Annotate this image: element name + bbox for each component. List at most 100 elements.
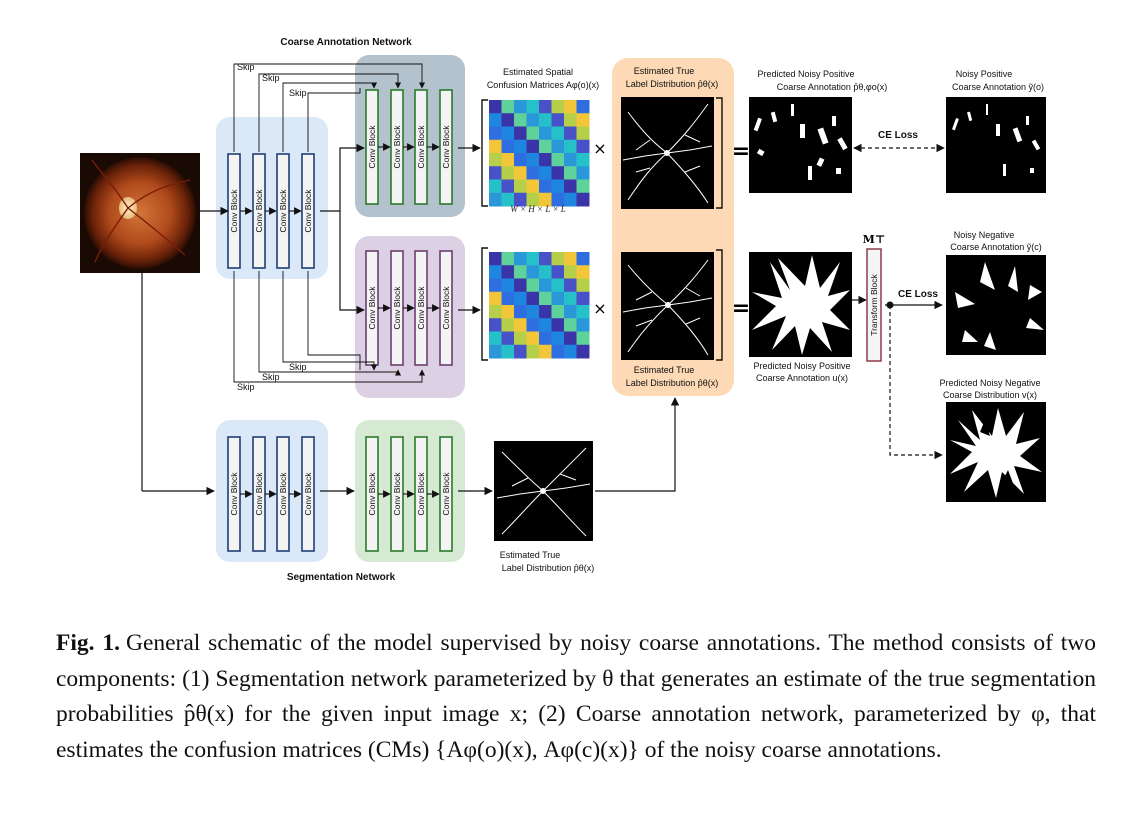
vessel-map-top bbox=[621, 97, 714, 209]
confusion-matrix-cell bbox=[551, 100, 565, 114]
model-schematic-figure: Coarse Annotation Network Segmentation N… bbox=[80, 37, 1046, 583]
conv-block-label: Conv Block bbox=[278, 189, 288, 233]
confusion-matrix-cell bbox=[564, 100, 577, 114]
confusion-matrix-cell bbox=[551, 278, 565, 293]
confusion-matrix-cell bbox=[489, 265, 502, 279]
confusion-matrix-cell bbox=[576, 278, 590, 293]
conv-block-label: Conv Block bbox=[254, 189, 264, 233]
confusion-matrix-cell bbox=[576, 179, 590, 194]
true-dist-seg-line1: Estimated True bbox=[500, 550, 561, 560]
confusion-matrix-cell bbox=[539, 166, 552, 180]
coarse-network-title: Coarse Annotation Network bbox=[280, 37, 412, 48]
confusion-matrix-cell bbox=[576, 153, 590, 167]
confusion-matrix-cell bbox=[539, 113, 552, 127]
confusion-matrix-cell bbox=[564, 318, 577, 332]
cm-positive-title-line2: Confusion Matrices Aφ(o)(x) bbox=[487, 80, 599, 90]
cm-negative-bracket bbox=[481, 247, 488, 361]
ce-loss-negative-connector bbox=[889, 305, 943, 460]
pred-neg-line2: Coarse Annotation u(x) bbox=[756, 373, 848, 383]
confusion-matrix-cell bbox=[514, 318, 527, 332]
confusion-matrix-cell bbox=[526, 126, 540, 141]
true-dist-top-line1: Estimated True bbox=[634, 66, 695, 76]
confusion-matrix-cell bbox=[514, 278, 527, 293]
transform-matrix-symbol: M⊤ bbox=[863, 233, 886, 246]
confusion-matrix-cell bbox=[526, 192, 540, 207]
confusion-matrix-cell bbox=[576, 252, 590, 266]
confusion-matrix-cell bbox=[564, 166, 577, 180]
confusion-matrix-cell bbox=[551, 265, 565, 279]
confusion-matrix-cell bbox=[551, 139, 565, 154]
figure-caption: Fig. 1.General schematic of the model su… bbox=[56, 626, 1096, 768]
confusion-matrix-cell bbox=[576, 139, 590, 154]
fundus-input-image bbox=[80, 153, 200, 273]
confusion-matrix-cell bbox=[501, 166, 515, 180]
noisy-neg-line2: Coarse Annotation ỹ(c) bbox=[950, 242, 1042, 252]
confusion-matrix-cell bbox=[514, 252, 527, 266]
confusion-matrix-cell bbox=[501, 153, 515, 167]
confusion-matrix-cell bbox=[564, 265, 577, 279]
confusion-matrix-cell bbox=[576, 166, 590, 180]
confusion-matrix-cell bbox=[489, 113, 502, 127]
skip-label-3: Skip bbox=[289, 88, 307, 98]
predicted-negative-distribution-map bbox=[946, 402, 1046, 502]
caption-label: Fig. 1. bbox=[56, 630, 120, 656]
confusion-matrix-cell bbox=[564, 331, 577, 346]
confusion-matrix-cell bbox=[501, 331, 515, 346]
vessel-map-middle bbox=[621, 252, 714, 360]
confusion-matrix-cell bbox=[501, 278, 515, 293]
confusion-matrix-cell bbox=[489, 139, 502, 154]
skip-label-4: Skip bbox=[289, 362, 307, 372]
confusion-matrix-cell bbox=[526, 344, 540, 359]
conv-block-label: Conv Block bbox=[392, 472, 402, 516]
confusion-matrix-cell bbox=[489, 153, 502, 167]
confusion-matrix-cell bbox=[501, 252, 515, 266]
conv-block-label: Conv Block bbox=[229, 189, 239, 233]
confusion-matrix-cell bbox=[539, 344, 552, 359]
confusion-matrix-cell bbox=[576, 318, 590, 332]
pred-neg-dist-line2: Coarse Distribution v(x) bbox=[943, 390, 1037, 400]
confusion-matrix-cell bbox=[539, 291, 552, 306]
confusion-matrix-cell bbox=[514, 344, 527, 359]
true-dist-mid-line2: Label Distribution p̂θ(x) bbox=[626, 378, 719, 388]
confusion-matrix-cell bbox=[501, 126, 515, 141]
confusion-matrix-cell bbox=[514, 113, 527, 127]
confusion-matrix-cell bbox=[489, 166, 502, 180]
confusion-matrix-cell bbox=[564, 139, 577, 154]
confusion-matrix-cell bbox=[489, 291, 502, 306]
true-dist-seg-line2: Label Distribution p̂θ(x) bbox=[502, 563, 595, 573]
confusion-matrix-cell bbox=[564, 252, 577, 266]
confusion-matrix-cell bbox=[526, 113, 540, 127]
pred-neg-dist-line1: Predicted Noisy Negative bbox=[939, 378, 1040, 388]
confusion-matrix-cell bbox=[501, 179, 515, 194]
confusion-matrix-cell bbox=[489, 179, 502, 194]
noisy-pos-line1: Noisy Positive bbox=[956, 69, 1013, 79]
confusion-matrix-cell bbox=[489, 331, 502, 346]
confusion-matrix-cell bbox=[514, 331, 527, 346]
pred-neg-line1: Predicted Noisy Positive bbox=[753, 361, 850, 371]
confusion-matrix-cell bbox=[526, 331, 540, 346]
confusion-matrix-cell bbox=[551, 318, 565, 332]
confusion-matrix-cell bbox=[564, 291, 577, 306]
confusion-matrix-cell bbox=[564, 179, 577, 194]
confusion-matrix-cell bbox=[564, 192, 577, 207]
confusion-matrix-cell bbox=[526, 278, 540, 293]
confusion-matrix-cell bbox=[501, 139, 515, 154]
confusion-matrix-cell bbox=[551, 179, 565, 194]
times-symbol-top: × bbox=[593, 139, 606, 158]
confusion-matrix-cell bbox=[564, 344, 577, 359]
skip-label-6: Skip bbox=[237, 382, 255, 392]
confusion-matrix-cell bbox=[539, 278, 552, 293]
confusion-matrix-cell bbox=[551, 192, 565, 207]
confusion-matrix-cell bbox=[526, 305, 540, 319]
predicted-negative-annotation-map bbox=[749, 252, 852, 357]
pred-pos-line2: Coarse Annotation p̂θ,φo(x) bbox=[777, 82, 887, 92]
confusion-matrix-cell bbox=[501, 305, 515, 319]
confusion-matrix-cell bbox=[514, 153, 527, 167]
confusion-matrix-cell bbox=[576, 113, 590, 127]
conv-block bbox=[301, 436, 315, 552]
conv-block-label: Conv Block bbox=[367, 472, 377, 516]
coarse-positive-decoder-panel bbox=[355, 55, 465, 217]
